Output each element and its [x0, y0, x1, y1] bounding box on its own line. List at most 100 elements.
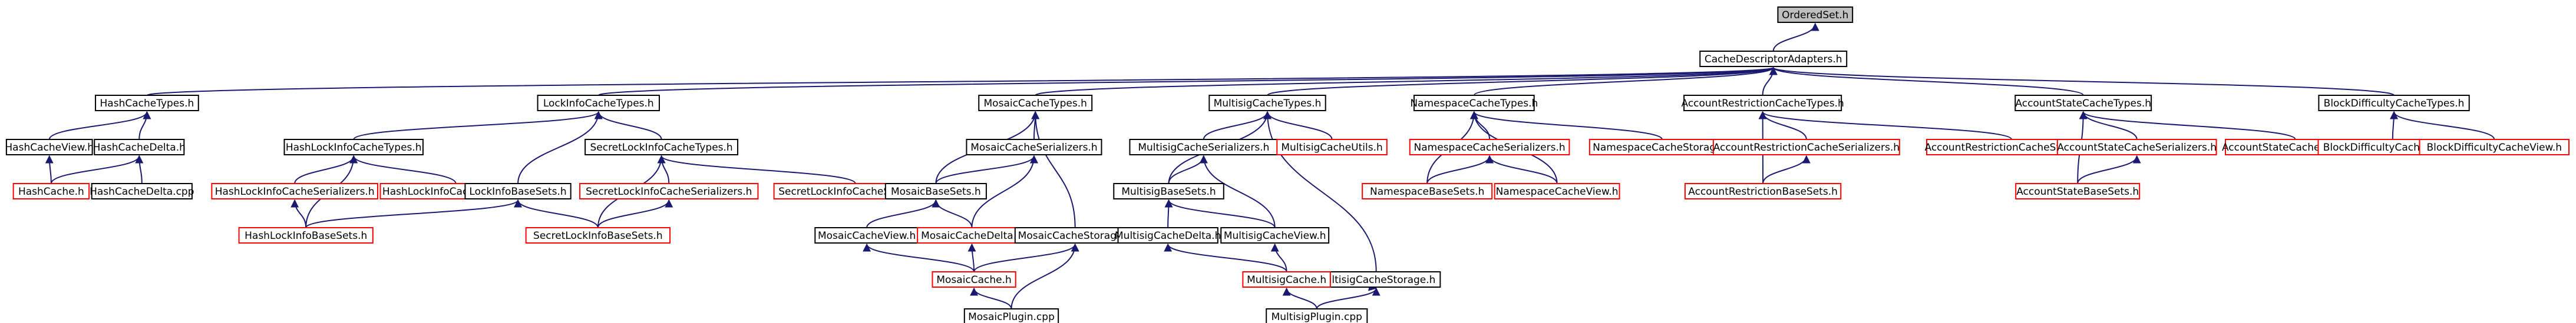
edges-layer	[45, 22, 2495, 309]
node-box-msbs[interactable]	[1113, 183, 1224, 199]
node-box-msc[interactable]	[1242, 271, 1331, 288]
node-ncs[interactable]: NamespaceCacheSerializers.h	[1409, 139, 1570, 155]
node-mscst[interactable]: MultisigCacheStorage.h	[1312, 271, 1441, 288]
node-mcd[interactable]: MosaicCacheDelta.h	[917, 227, 1027, 244]
node-hlibs[interactable]: HashLockInfoBaseSets.h	[238, 227, 374, 244]
node-mscd[interactable]: MultisigCacheDelta.h	[1115, 227, 1221, 244]
node-box-mcst[interactable]	[1014, 227, 1136, 244]
node-asbs[interactable]: AccountStateBaseSets.h	[2015, 183, 2141, 199]
node-arct[interactable]: AccountRestrictionCacheTypes.h	[1681, 95, 1844, 111]
node-box-mp[interactable]	[963, 308, 1059, 323]
node-ascs[interactable]: AccountStateCacheSerializers.h	[2056, 139, 2217, 155]
node-box-mcd[interactable]	[917, 227, 1027, 244]
edge-slict-to-lict	[594, 111, 662, 140]
node-asct[interactable]: AccountStateCacheTypes.h	[2014, 95, 2152, 111]
node-box-asbs[interactable]	[2015, 183, 2141, 199]
node-orderedset[interactable]: OrderedSet.h	[1777, 6, 1854, 23]
node-mscs[interactable]: MultisigCacheSerializers.h	[1129, 139, 1279, 155]
node-box-ncv[interactable]	[1494, 183, 1620, 199]
node-mc[interactable]: MosaicCache.h	[932, 271, 1016, 288]
node-box-bdcv[interactable]	[2419, 139, 2570, 155]
node-box-hcdcpp[interactable]	[91, 183, 193, 199]
node-slics[interactable]: SecretLockInfoCacheSerializers.h	[579, 183, 759, 199]
node-box-msct[interactable]	[1208, 95, 1326, 111]
node-box-bdct[interactable]	[2318, 95, 2470, 111]
node-box-hcv[interactable]	[5, 139, 93, 155]
node-msbs[interactable]: MultisigBaseSets.h	[1113, 183, 1224, 199]
node-box-mscu[interactable]	[1276, 139, 1388, 155]
node-box-hc[interactable]	[12, 183, 90, 199]
node-hc[interactable]: HashCache.h	[12, 183, 90, 199]
node-box-orderedset[interactable]	[1777, 6, 1854, 23]
node-label-mscd: MultisigCacheDelta.h	[1115, 230, 1221, 242]
node-box-hct[interactable]	[95, 95, 199, 111]
node-msc[interactable]: MultisigCache.h	[1242, 271, 1331, 288]
node-mbs[interactable]: MosaicBaseSets.h	[884, 183, 987, 199]
node-hcv[interactable]: HashCacheView.h	[5, 139, 94, 155]
node-box-msp[interactable]	[1266, 308, 1368, 323]
node-box-lict[interactable]	[537, 95, 660, 111]
node-mscu[interactable]: MultisigCacheUtils.h	[1276, 139, 1388, 155]
node-box-hcd[interactable]	[94, 139, 185, 155]
node-box-mscd[interactable]	[1117, 227, 1218, 244]
node-slict[interactable]: SecretLockInfoCacheTypes.h	[584, 139, 739, 155]
node-box-mc[interactable]	[932, 271, 1016, 288]
edge-mscv-to-mscs	[1199, 155, 1276, 228]
node-mp[interactable]: MosaicPlugin.cpp	[963, 308, 1059, 323]
node-box-slict[interactable]	[584, 139, 739, 155]
node-box-slibs[interactable]	[525, 227, 671, 244]
node-arbs[interactable]: AccountRestrictionBaseSets.h	[1684, 183, 1842, 199]
node-box-hlics[interactable]	[211, 183, 378, 199]
node-libs[interactable]: LockInfoBaseSets.h	[464, 183, 572, 199]
node-nbs[interactable]: NamespaceBaseSets.h	[1362, 183, 1493, 199]
node-box-mcs[interactable]	[966, 139, 1102, 155]
node-hlics[interactable]: HashLockInfoCacheSerializers.h	[211, 183, 378, 199]
node-box-mscv[interactable]	[1220, 227, 1330, 244]
node-mct[interactable]: MosaicCacheTypes.h	[978, 95, 1093, 111]
edge-msp-to-mscst	[1316, 287, 1381, 309]
node-mcst[interactable]: MosaicCacheStorage.h	[1014, 227, 1136, 244]
node-box-mscst[interactable]	[1312, 271, 1441, 288]
node-ncv[interactable]: NamespaceCacheView.h	[1494, 183, 1620, 199]
nodes-layer: OrderedSet.hCacheDescriptorAdapters.hHas…	[5, 6, 2570, 323]
node-box-hlict[interactable]	[283, 139, 424, 155]
node-bdcv[interactable]: BlockDifficultyCacheView.h	[2419, 139, 2570, 155]
node-box-mbs[interactable]	[884, 183, 987, 199]
node-cda[interactable]: CacheDescriptorAdapters.h	[1699, 51, 1848, 67]
node-box-ascs[interactable]	[2056, 139, 2217, 155]
node-box-slics[interactable]	[579, 183, 759, 199]
node-msp[interactable]: MultisigPlugin.cpp	[1266, 308, 1368, 323]
node-mcv[interactable]: MosaicCacheView.h	[814, 227, 919, 244]
node-mscv[interactable]: MultisigCacheView.h	[1220, 227, 1330, 244]
node-hcd[interactable]: HashCacheDelta.h	[93, 139, 186, 155]
node-box-arcs[interactable]	[1712, 139, 1900, 155]
node-msct[interactable]: MultisigCacheTypes.h	[1208, 95, 1326, 111]
node-box-arbs[interactable]	[1684, 183, 1842, 199]
node-box-ncst[interactable]	[1588, 139, 1736, 155]
node-box-ncs[interactable]	[1409, 139, 1570, 155]
node-box-asct[interactable]	[2014, 95, 2152, 111]
node-mcs[interactable]: MosaicCacheSerializers.h	[966, 139, 1102, 155]
node-label-hc: HashCache.h	[18, 186, 84, 198]
node-label-hcdcpp: HashCacheDelta.cpp	[90, 186, 194, 198]
node-hcdcpp[interactable]: HashCacheDelta.cpp	[90, 183, 194, 199]
node-lict[interactable]: LockInfoCacheTypes.h	[537, 95, 660, 111]
node-box-arct[interactable]	[1683, 95, 1842, 111]
node-bdct[interactable]: BlockDifficultyCacheTypes.h	[2318, 95, 2470, 111]
node-hct[interactable]: HashCacheTypes.h	[95, 95, 199, 111]
node-hlict[interactable]: HashLockInfoCacheTypes.h	[283, 139, 424, 155]
edge-mcv-to-mbs	[866, 199, 940, 228]
node-box-nct[interactable]	[1413, 95, 1535, 111]
node-box-nbs[interactable]	[1362, 183, 1493, 199]
node-box-hlibs[interactable]	[238, 227, 374, 244]
node-box-libs[interactable]	[464, 183, 572, 199]
node-nct[interactable]: NamespaceCacheTypes.h	[1410, 95, 1538, 111]
node-box-mct[interactable]	[978, 95, 1093, 111]
edge-lict-to-cda	[597, 66, 1777, 96]
edge-slibs-to-slics	[597, 199, 673, 228]
node-ncst[interactable]: NamespaceCacheStorage.h	[1588, 139, 1736, 155]
node-arcs[interactable]: AccountRestrictionCacheSerializers.h	[1712, 139, 1900, 155]
node-label-msbs: MultisigBaseSets.h	[1121, 186, 1216, 198]
node-box-cda[interactable]	[1699, 51, 1848, 67]
node-slibs[interactable]: SecretLockInfoBaseSets.h	[525, 227, 671, 244]
